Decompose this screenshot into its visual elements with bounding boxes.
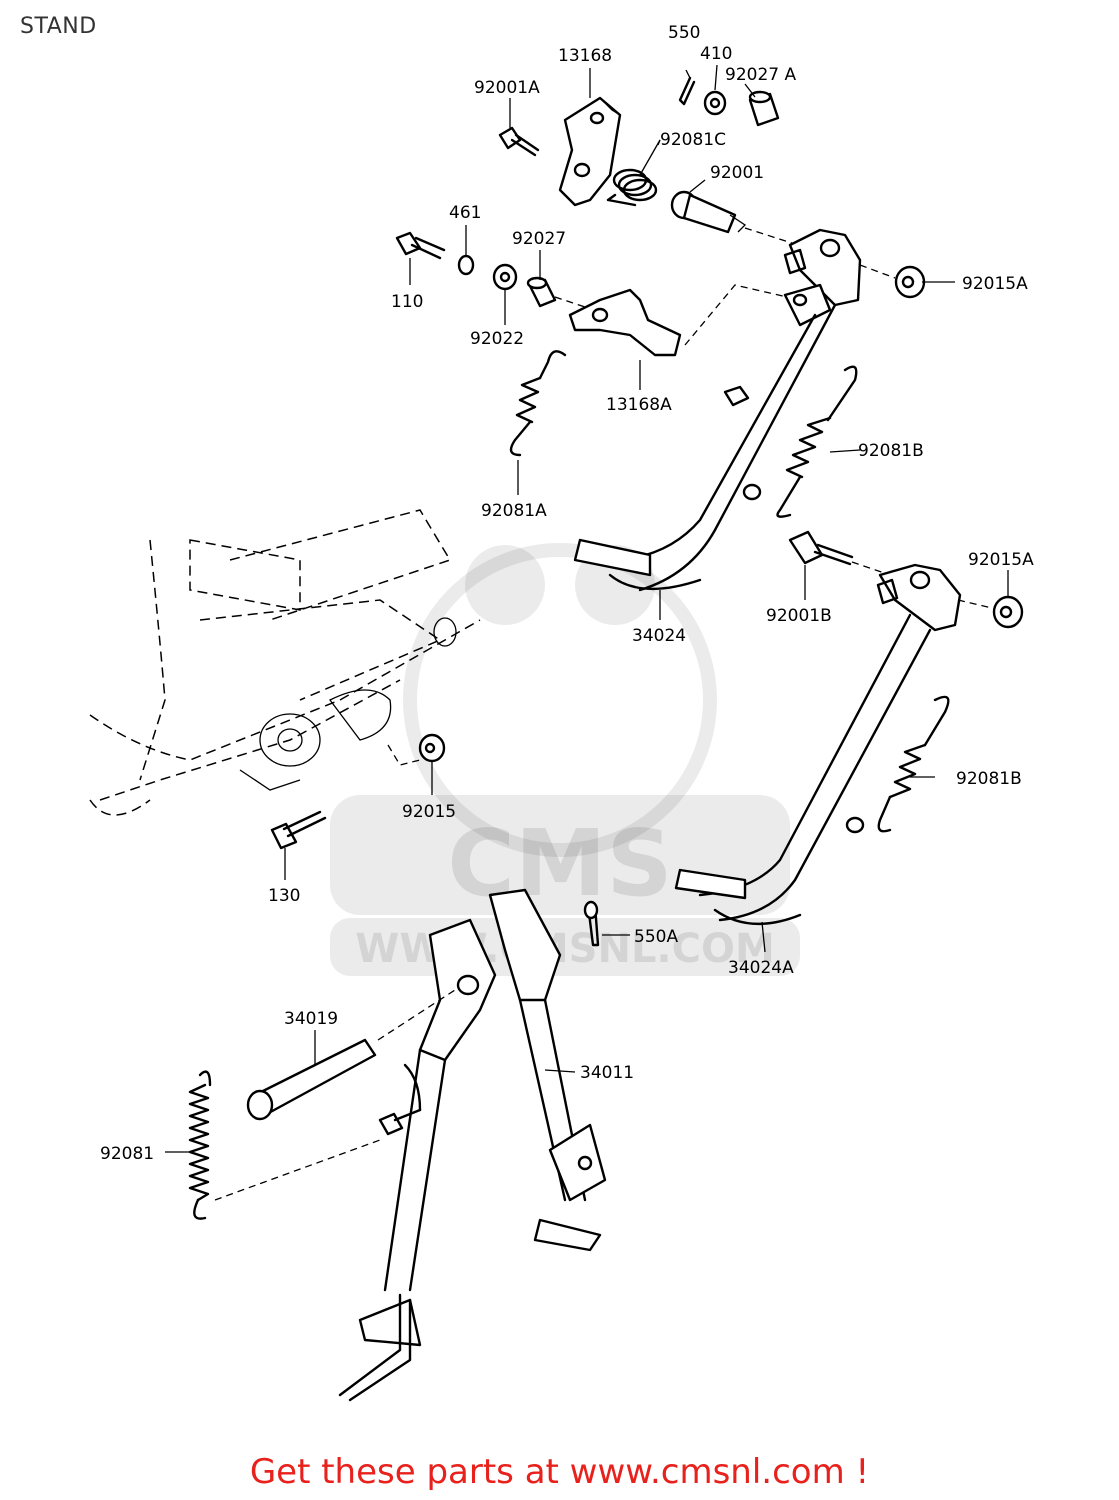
- label-110: 110: [391, 292, 423, 312]
- arm-13168A: [568, 284, 801, 357]
- main-stand-34011: [338, 888, 607, 1402]
- label-92022: 92022: [470, 329, 524, 349]
- label-92081: 92081: [100, 1144, 154, 1164]
- label-13168A: 13168A: [606, 395, 672, 415]
- bolt-130: [270, 810, 327, 850]
- label-461: 461: [449, 203, 481, 223]
- bolt-92001A: [498, 126, 540, 157]
- washer-92022: [492, 263, 518, 291]
- bolt-92001B: [788, 530, 906, 581]
- label-34011: 34011: [580, 1063, 634, 1083]
- spring-92081A: [509, 350, 567, 457]
- side-stand-34024: [573, 228, 862, 592]
- page-title: STAND: [20, 14, 97, 39]
- label-410: 410: [700, 44, 732, 64]
- watermark-logo: CMS WWW.CMSNL.COM: [330, 543, 800, 976]
- washer-410: [703, 90, 727, 116]
- spring-92081B-mid: [877, 695, 950, 833]
- watermark-ring: [403, 543, 717, 857]
- side-stand-34024A: [674, 563, 962, 925]
- nut-92015: [387, 733, 446, 766]
- label-92027: 92027: [512, 229, 566, 249]
- nut-92015A-mid: [957, 595, 1024, 629]
- label-92001A: 92001A: [474, 78, 540, 98]
- label-92001: 92001: [710, 163, 764, 183]
- nut-461: [457, 254, 475, 276]
- label-550: 550: [668, 23, 700, 43]
- watermark-head-left: [465, 545, 545, 625]
- spring-92081: [188, 1070, 381, 1220]
- label-92081B-mid: 92081B: [956, 769, 1022, 789]
- cotter-pin-550A: [583, 900, 600, 947]
- label-130: 130: [268, 886, 300, 906]
- part-labels: 550 13168 410 92027 A 92001A 92081C 9200…: [100, 23, 1034, 1164]
- label-92027A: 92027 A: [725, 65, 796, 85]
- label-92081B-top: 92081B: [858, 441, 924, 461]
- label-92015: 92015: [402, 802, 456, 822]
- watermark-site: WWW.CMSNL.COM: [355, 926, 775, 972]
- label-550A: 550A: [634, 927, 678, 947]
- label-34019: 34019: [284, 1009, 338, 1029]
- label-92015A-top: 92015A: [962, 274, 1028, 294]
- collar-92027A: [748, 90, 780, 127]
- label-92081A: 92081A: [481, 501, 547, 521]
- bolt-92001: [670, 190, 821, 253]
- label-13168: 13168: [558, 46, 612, 66]
- nut-92015A-top: [859, 264, 926, 299]
- motorcycle-frame-outline: [89, 509, 481, 816]
- cotter-pin-550: [678, 69, 696, 106]
- parts-link-banner[interactable]: Get these parts at www.cmsnl.com !: [249, 1452, 870, 1492]
- bolt-110: [395, 231, 446, 260]
- label-92081C: 92081C: [660, 130, 726, 150]
- spring-92081C: [606, 139, 661, 207]
- label-34024A: 34024A: [728, 958, 794, 978]
- leader-lines: [165, 64, 1009, 1153]
- spring-92081B-top: [776, 365, 858, 518]
- label-34024: 34024: [632, 626, 686, 646]
- watermark-brand: CMS: [447, 810, 672, 917]
- label-92001B: 92001B: [766, 606, 832, 626]
- label-92015A-mid: 92015A: [968, 550, 1034, 570]
- bracket-13168: [558, 96, 622, 207]
- pin-34019: [246, 989, 456, 1121]
- watermark-banner: [330, 795, 790, 915]
